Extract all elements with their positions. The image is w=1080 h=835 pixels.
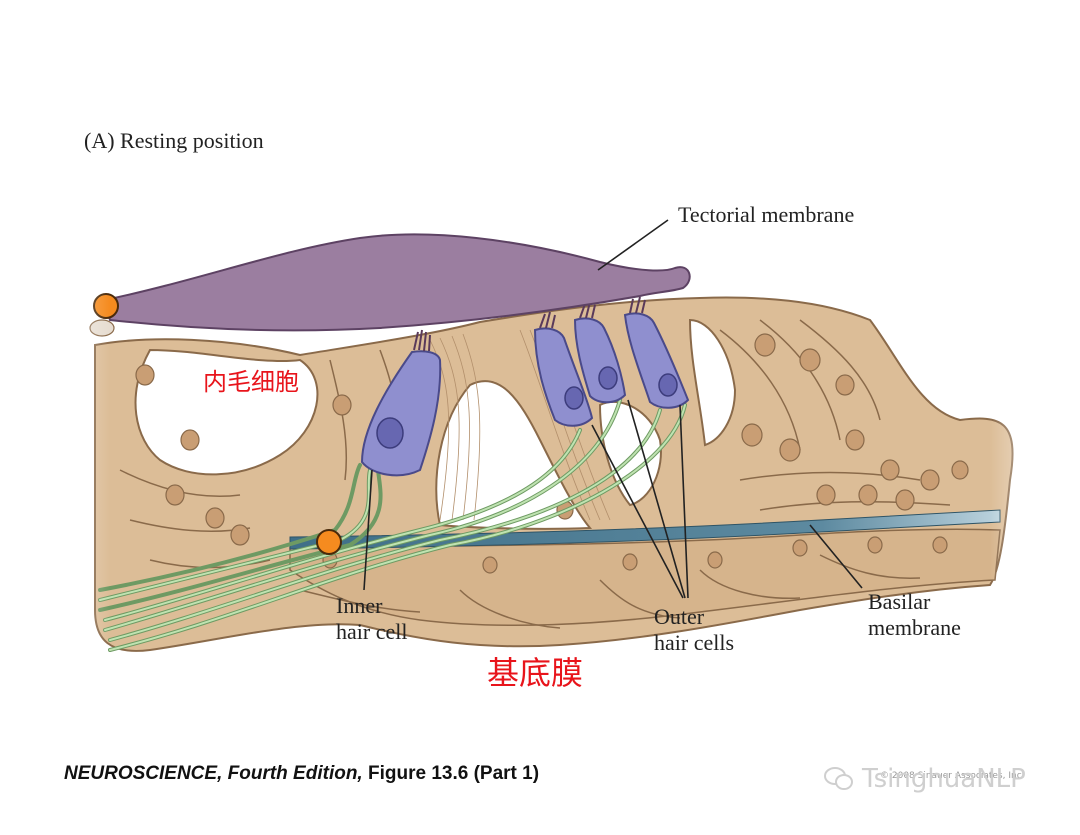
watermark: TsinghuaNLP bbox=[824, 764, 1026, 794]
panel-title: (A) Resting position bbox=[84, 128, 264, 153]
supporting-cell-outlines bbox=[119, 319, 951, 629]
inner-hair-cell bbox=[360, 329, 442, 477]
copyright-notice: © 2008 Sinauer Associates, Inc. bbox=[880, 771, 1025, 781]
basilar-membrane-cn-annotation: 基底膜 bbox=[487, 654, 584, 692]
tectorial-membrane bbox=[103, 233, 691, 332]
basilar-membrane-label-line1: Basilar bbox=[868, 589, 931, 614]
basilar-pivot-marker bbox=[316, 529, 342, 555]
inner-hair-cell-label-line2: hair cell bbox=[336, 619, 408, 645]
outer-hair-cells-label-line2: hair cells bbox=[654, 630, 735, 656]
inner-hair-cell-label: Inner hair cell bbox=[336, 593, 407, 646]
cell-nuclei bbox=[135, 333, 969, 574]
leader-lines bbox=[363, 219, 863, 599]
outer-hair-cells-label-line1: Outer bbox=[654, 604, 705, 629]
tectorial-membrane-label: Tectorial membrane bbox=[678, 202, 855, 227]
chat-bubble-icon bbox=[824, 767, 853, 790]
caption-book-title: NEUROSCIENCE, Fourth Edition, bbox=[64, 763, 363, 784]
inner-hair-cell-label-line1: Inner bbox=[336, 593, 383, 618]
basilar-membrane-label: Basilar membrane bbox=[868, 589, 961, 642]
figure-caption: NEUROSCIENCE, Fourth Edition, Figure 13.… bbox=[64, 763, 539, 785]
outer-hair-cells-label: Outer hair cells bbox=[654, 604, 734, 657]
outer-hair-cells bbox=[533, 296, 690, 427]
caption-figure-ref: Figure 13.6 (Part 1) bbox=[368, 763, 540, 784]
inner-hair-cell-cn-annotation: 内毛细胞 bbox=[203, 368, 299, 396]
watermark-text: TsinghuaNLP bbox=[862, 764, 1026, 794]
basilar-membrane-label-line2: membrane bbox=[868, 615, 961, 641]
